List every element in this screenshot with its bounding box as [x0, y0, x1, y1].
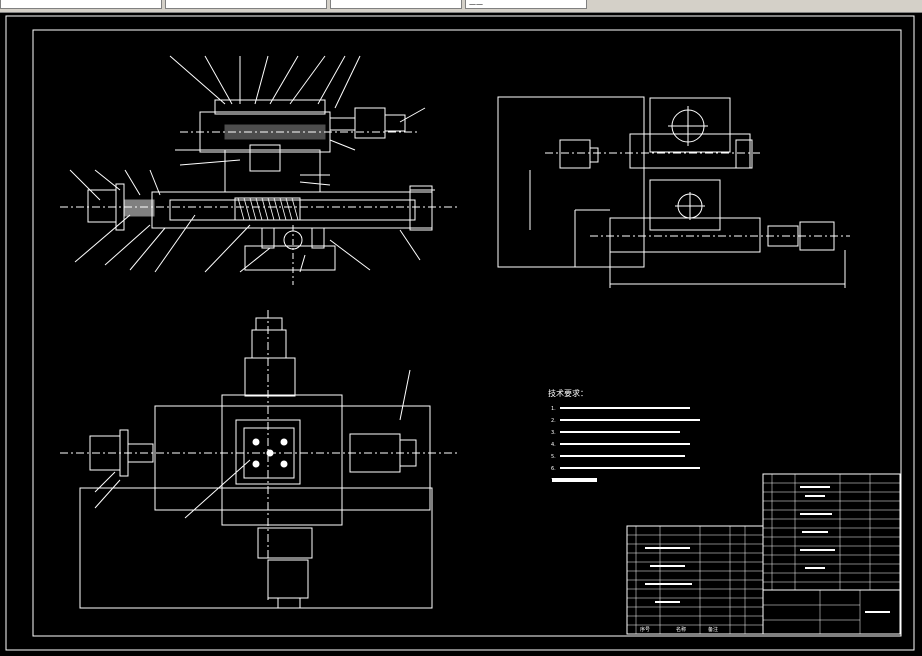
tech-req-item: 2. [551, 418, 556, 424]
title-col-index: 序号 [640, 626, 650, 633]
side-view [497, 96, 850, 288]
outer-sheet-border [5, 15, 915, 651]
title-col-name: 名称 [676, 626, 686, 633]
window-toolbar: —— [0, 0, 922, 13]
front-view [60, 55, 460, 285]
tech-req-item: 6. [551, 466, 556, 472]
tech-req-item: 1. [551, 406, 556, 412]
title-col-remark: 备注 [708, 626, 718, 633]
inner-frame-border [32, 29, 902, 637]
cad-drawing-canvas[interactable]: 技术要求： 1. 2. 3. 4. 5. 6. 7. [0, 12, 922, 656]
tech-req-item: 5. [551, 454, 556, 460]
tech-requirements-heading: 技术要求： [548, 388, 588, 398]
tech-req-item: 4. [551, 442, 556, 448]
tech-requirements: 技术要求： 1. 2. 3. 4. 5. 6. 7. [548, 388, 700, 484]
toolbar-field-1[interactable] [0, 0, 162, 9]
toolbar-field-3[interactable] [330, 0, 462, 9]
tech-req-item: 3. [551, 430, 556, 436]
toolbar-field-2[interactable] [165, 0, 327, 9]
toolbar-field-4[interactable]: —— [465, 0, 587, 9]
top-view [60, 310, 460, 609]
title-block: 序号 名称 备注 [626, 473, 901, 635]
